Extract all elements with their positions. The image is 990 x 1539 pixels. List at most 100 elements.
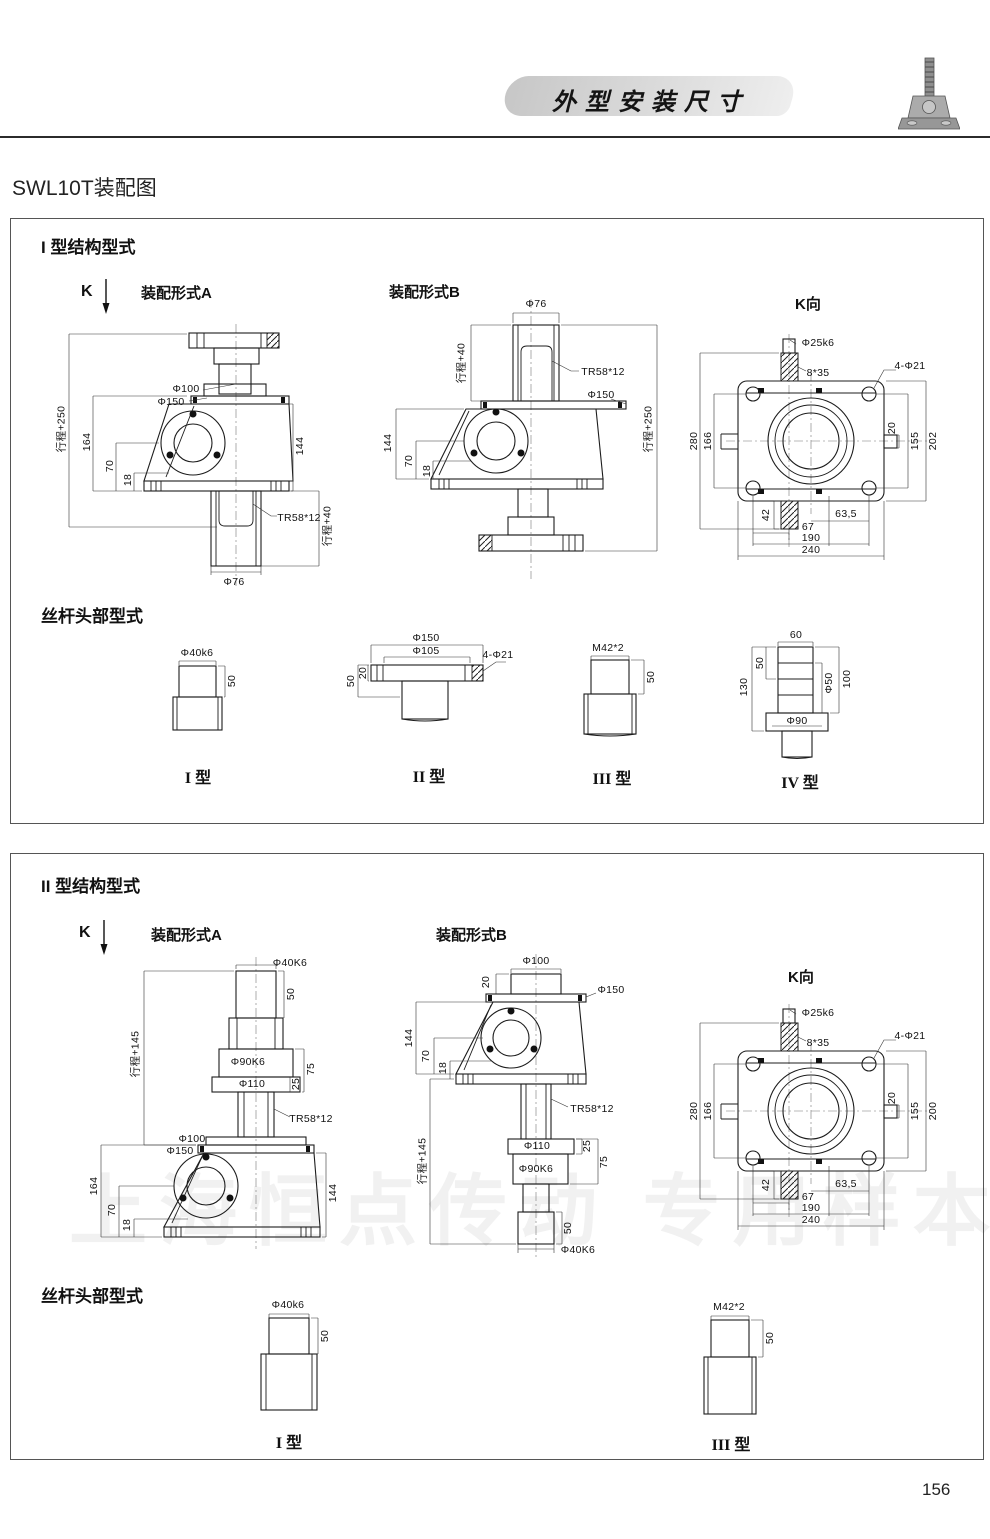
dim-50: 50: [226, 674, 238, 688]
dim-phi25k6: Φ25k6: [801, 1007, 835, 1019]
dim-phi150: Φ150: [597, 984, 625, 996]
dim-144: 144: [382, 433, 394, 453]
dim-70: 70: [403, 454, 415, 468]
dim-stroke-145: 行程+145: [129, 1030, 142, 1078]
dim-20: 20: [886, 1091, 898, 1105]
dim-67: 67: [801, 1191, 815, 1203]
dim-200: 200: [927, 1101, 939, 1121]
dim-100: 100: [841, 669, 853, 689]
head-type-1-drawing: Φ40k6 50 I 型: [151, 644, 271, 794]
dim-phi90k6: Φ90K6: [230, 1056, 266, 1068]
dim-50: 50: [319, 1329, 331, 1343]
dim-25: 25: [581, 1139, 593, 1153]
dim-67: 67: [801, 521, 815, 533]
dim-phi150: Φ150: [587, 389, 615, 401]
head-type-3-drawing: M42*2 50 III 型: [671, 1294, 821, 1459]
head-type-3-label: III 型: [592, 771, 632, 788]
dim-tr58: TR58*12: [570, 1103, 614, 1115]
dim-phi76: Φ76: [525, 298, 547, 310]
dim-190: 190: [801, 532, 821, 544]
dim-155: 155: [909, 1101, 921, 1121]
dim-18: 18: [437, 1061, 449, 1075]
dim-phi100: Φ100: [522, 955, 550, 967]
dim-280: 280: [688, 1101, 700, 1121]
dim-144: 144: [327, 1183, 339, 1203]
dim-phi110: Φ110: [238, 1078, 266, 1090]
dim-70: 70: [104, 459, 116, 473]
k-view-title: K向: [788, 969, 814, 986]
dim-tr58: TR58*12: [581, 366, 625, 378]
head-type-4-drawing: 60 130 50 Φ50 100 Φ90 IV 型: [726, 627, 911, 792]
k-direction-label: K: [81, 283, 93, 300]
dim-phi150: Φ150: [412, 632, 440, 644]
dim-18: 18: [122, 473, 134, 487]
dim-70: 70: [106, 1203, 118, 1217]
header-rule: [0, 136, 990, 138]
dim-phi150: Φ150: [166, 1145, 194, 1157]
dim-164: 164: [81, 432, 93, 452]
dim-phi25k6: Φ25k6: [801, 337, 835, 349]
dim-18: 18: [421, 464, 433, 478]
dim-phi40k6: Φ40K6: [272, 957, 308, 969]
dim-190: 190: [801, 1202, 821, 1214]
dim-phi50: Φ50: [823, 672, 835, 694]
section1-panel: I 型结构型式 K 装配形式A 装配形式B K向: [10, 218, 984, 824]
dim-240: 240: [801, 544, 821, 556]
dim-50: 50: [754, 656, 766, 670]
dim-4-phi21: 4-Φ21: [894, 360, 926, 372]
form-a-title: 装配形式A: [141, 285, 212, 302]
dim-70: 70: [420, 1049, 432, 1063]
k-arrow-icon: [97, 920, 111, 961]
page-title: SWL10T装配图: [12, 177, 157, 200]
form-b-title: 装配形式B: [389, 284, 460, 301]
dim-202: 202: [927, 431, 939, 451]
dim-50: 50: [645, 670, 657, 684]
dim-phi110: Φ110: [523, 1140, 551, 1152]
dim-4-phi21: 4-Φ21: [482, 649, 514, 661]
dim-18: 18: [121, 1218, 133, 1232]
k-direction-label: K: [79, 924, 91, 941]
dim-164: 164: [88, 1176, 100, 1196]
dim-50: 50: [285, 987, 297, 1001]
dim-130: 130: [738, 677, 750, 697]
head-type-2-label: II 型: [412, 769, 446, 786]
dim-phi40k6: Φ40k6: [271, 1299, 305, 1311]
dim-280: 280: [688, 431, 700, 451]
dim-166: 166: [702, 1101, 714, 1121]
dim-50: 50: [345, 674, 357, 688]
dim-phi40k6: Φ40k6: [180, 647, 214, 659]
dim-4-phi21: 4-Φ21: [894, 1030, 926, 1042]
dim-phi90k6: Φ90K6: [518, 1163, 554, 1175]
dim-key-8x35: 8*35: [806, 1037, 830, 1049]
dim-stroke-250: 行程+250: [55, 405, 68, 453]
header-banner-title: 外型安装尺寸: [552, 89, 750, 116]
head-type-4-label: IV 型: [781, 775, 819, 792]
dim-240: 240: [801, 1214, 821, 1226]
dim-75: 75: [305, 1062, 317, 1076]
form-b-title: 装配形式B: [436, 927, 507, 944]
section2-k-view-drawing: Φ25k6 8*35 4-Φ21 280 166 42 20 155 200 6…: [686, 984, 986, 1254]
page-number: 156: [922, 1480, 951, 1499]
dim-stroke-40: 行程+40: [455, 342, 468, 384]
dim-stroke-250: 行程+250: [642, 405, 655, 453]
dim-42: 42: [760, 508, 772, 522]
section2-panel: II 型结构型式 上海恒点传动 专用样本 K 装配形式A 装配形式B K向: [10, 853, 990, 1460]
head-type-3-label: III 型: [711, 1437, 751, 1454]
dim-42: 42: [760, 1178, 772, 1192]
dim-key-8x35: 8*35: [806, 367, 830, 379]
head-type-2-drawing: Φ150 Φ105 4-Φ21 50 20 II 型: [345, 631, 531, 789]
dim-60: 60: [789, 629, 803, 641]
dim-144: 144: [403, 1028, 415, 1048]
dim-phi100: Φ100: [178, 1133, 206, 1145]
dim-tr58: TR58*12: [277, 512, 321, 524]
section1-heads-heading: 丝杆头部型式: [41, 607, 143, 626]
dim-phi150: Φ150: [157, 396, 185, 408]
form-a-title: 装配形式A: [151, 927, 222, 944]
dim-50: 50: [562, 1221, 574, 1235]
head-type-1-label: I 型: [184, 770, 212, 787]
section1-heading: I 型结构型式: [41, 238, 136, 257]
dim-phi105: Φ105: [412, 645, 440, 657]
head-type-1-drawing: Φ40k6 50 I 型: [236, 1294, 371, 1459]
section2-heads-heading: 丝杆头部型式: [41, 1287, 143, 1306]
